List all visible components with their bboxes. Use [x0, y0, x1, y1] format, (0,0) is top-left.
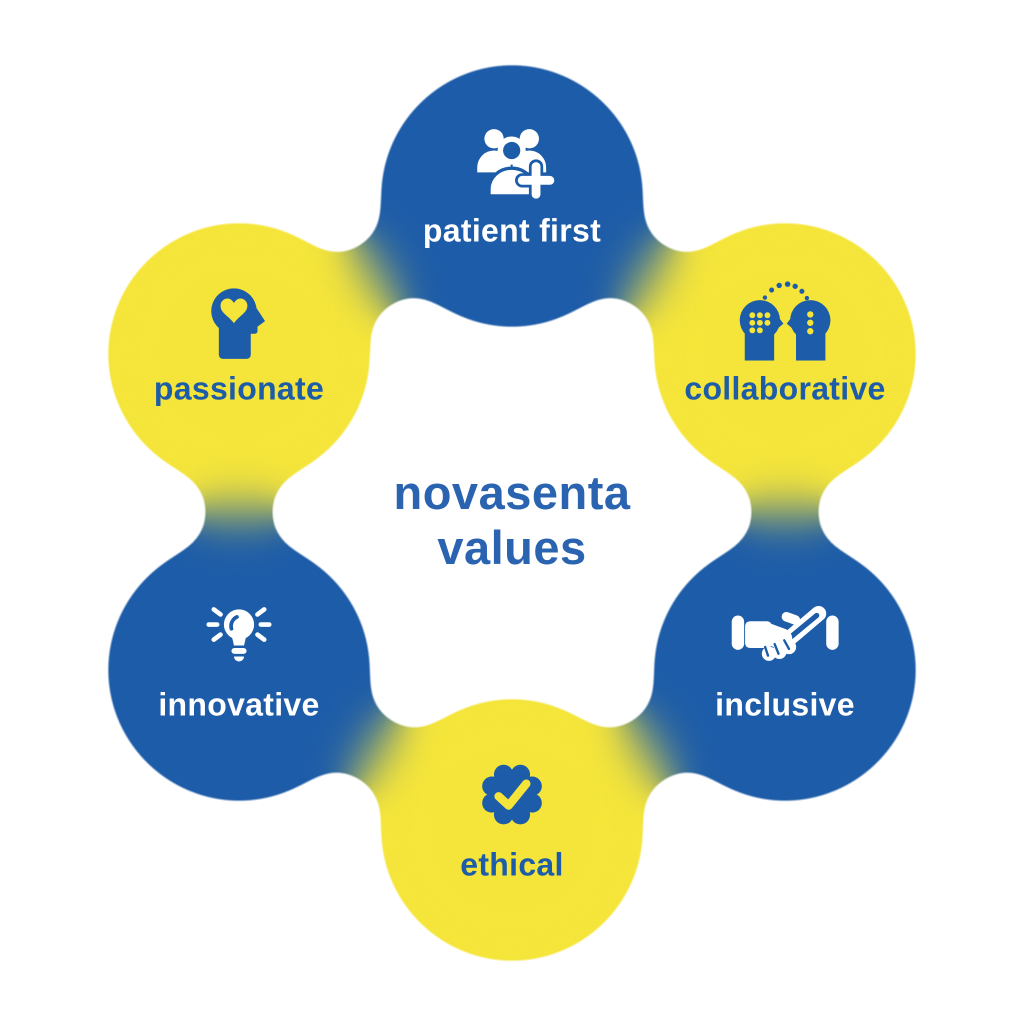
title-line-1: novasenta	[393, 466, 631, 520]
diagram-title: novasenta values	[394, 466, 631, 576]
title-line-2: values	[437, 521, 587, 574]
